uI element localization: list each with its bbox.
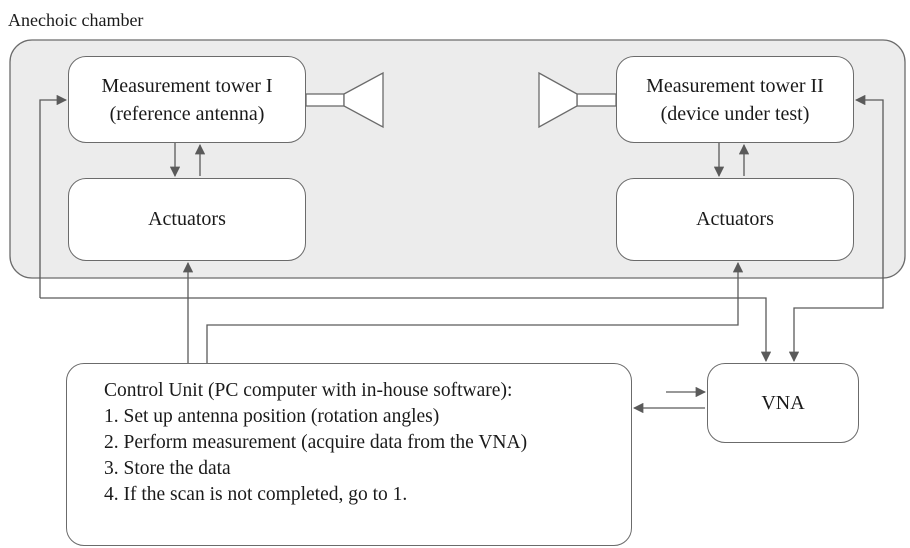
- arrow-tower1-to-vna: [39, 94, 68, 298]
- control-step-2: 2. Perform measurement (acquire data fro…: [104, 432, 528, 453]
- actuators2-label: Actuators: [696, 208, 774, 230]
- control-step-3: 3. Store the data: [104, 458, 231, 479]
- anechoic-chamber-label: Anechoic chamber: [8, 10, 144, 30]
- tower2-title: Measurement tower II: [646, 75, 824, 97]
- vna-box: VNA: [707, 363, 859, 443]
- actuators-2: Actuators: [616, 178, 854, 261]
- reference-horn-antenna-icon: [305, 71, 384, 129]
- actuators1-label: Actuators: [148, 208, 226, 230]
- measurement-tower-1: Measurement tower I (reference antenna): [68, 56, 306, 143]
- control-step-1: 1. Set up antenna position (rotation ang…: [104, 406, 440, 427]
- tower2-subtitle: (device under test): [660, 103, 810, 125]
- tower1-subtitle: (reference antenna): [109, 103, 265, 125]
- tower1-title: Measurement tower I: [101, 75, 273, 97]
- arrow-control-to-actuators2: [206, 261, 744, 363]
- measurement-tower-2: Measurement tower II (device under test): [616, 56, 854, 143]
- control-unit: Control Unit (PC computer with in-house …: [66, 363, 632, 546]
- actuators-1: Actuators: [68, 178, 306, 261]
- control-step-4: 4. If the scan is not completed, go to 1…: [104, 484, 408, 505]
- line-tower1-to-vna: [40, 297, 772, 363]
- vna-label: VNA: [761, 392, 805, 414]
- control-unit-heading: Control Unit (PC computer with in-house …: [104, 380, 513, 401]
- arrow-vna-to-tower2: [788, 94, 884, 363]
